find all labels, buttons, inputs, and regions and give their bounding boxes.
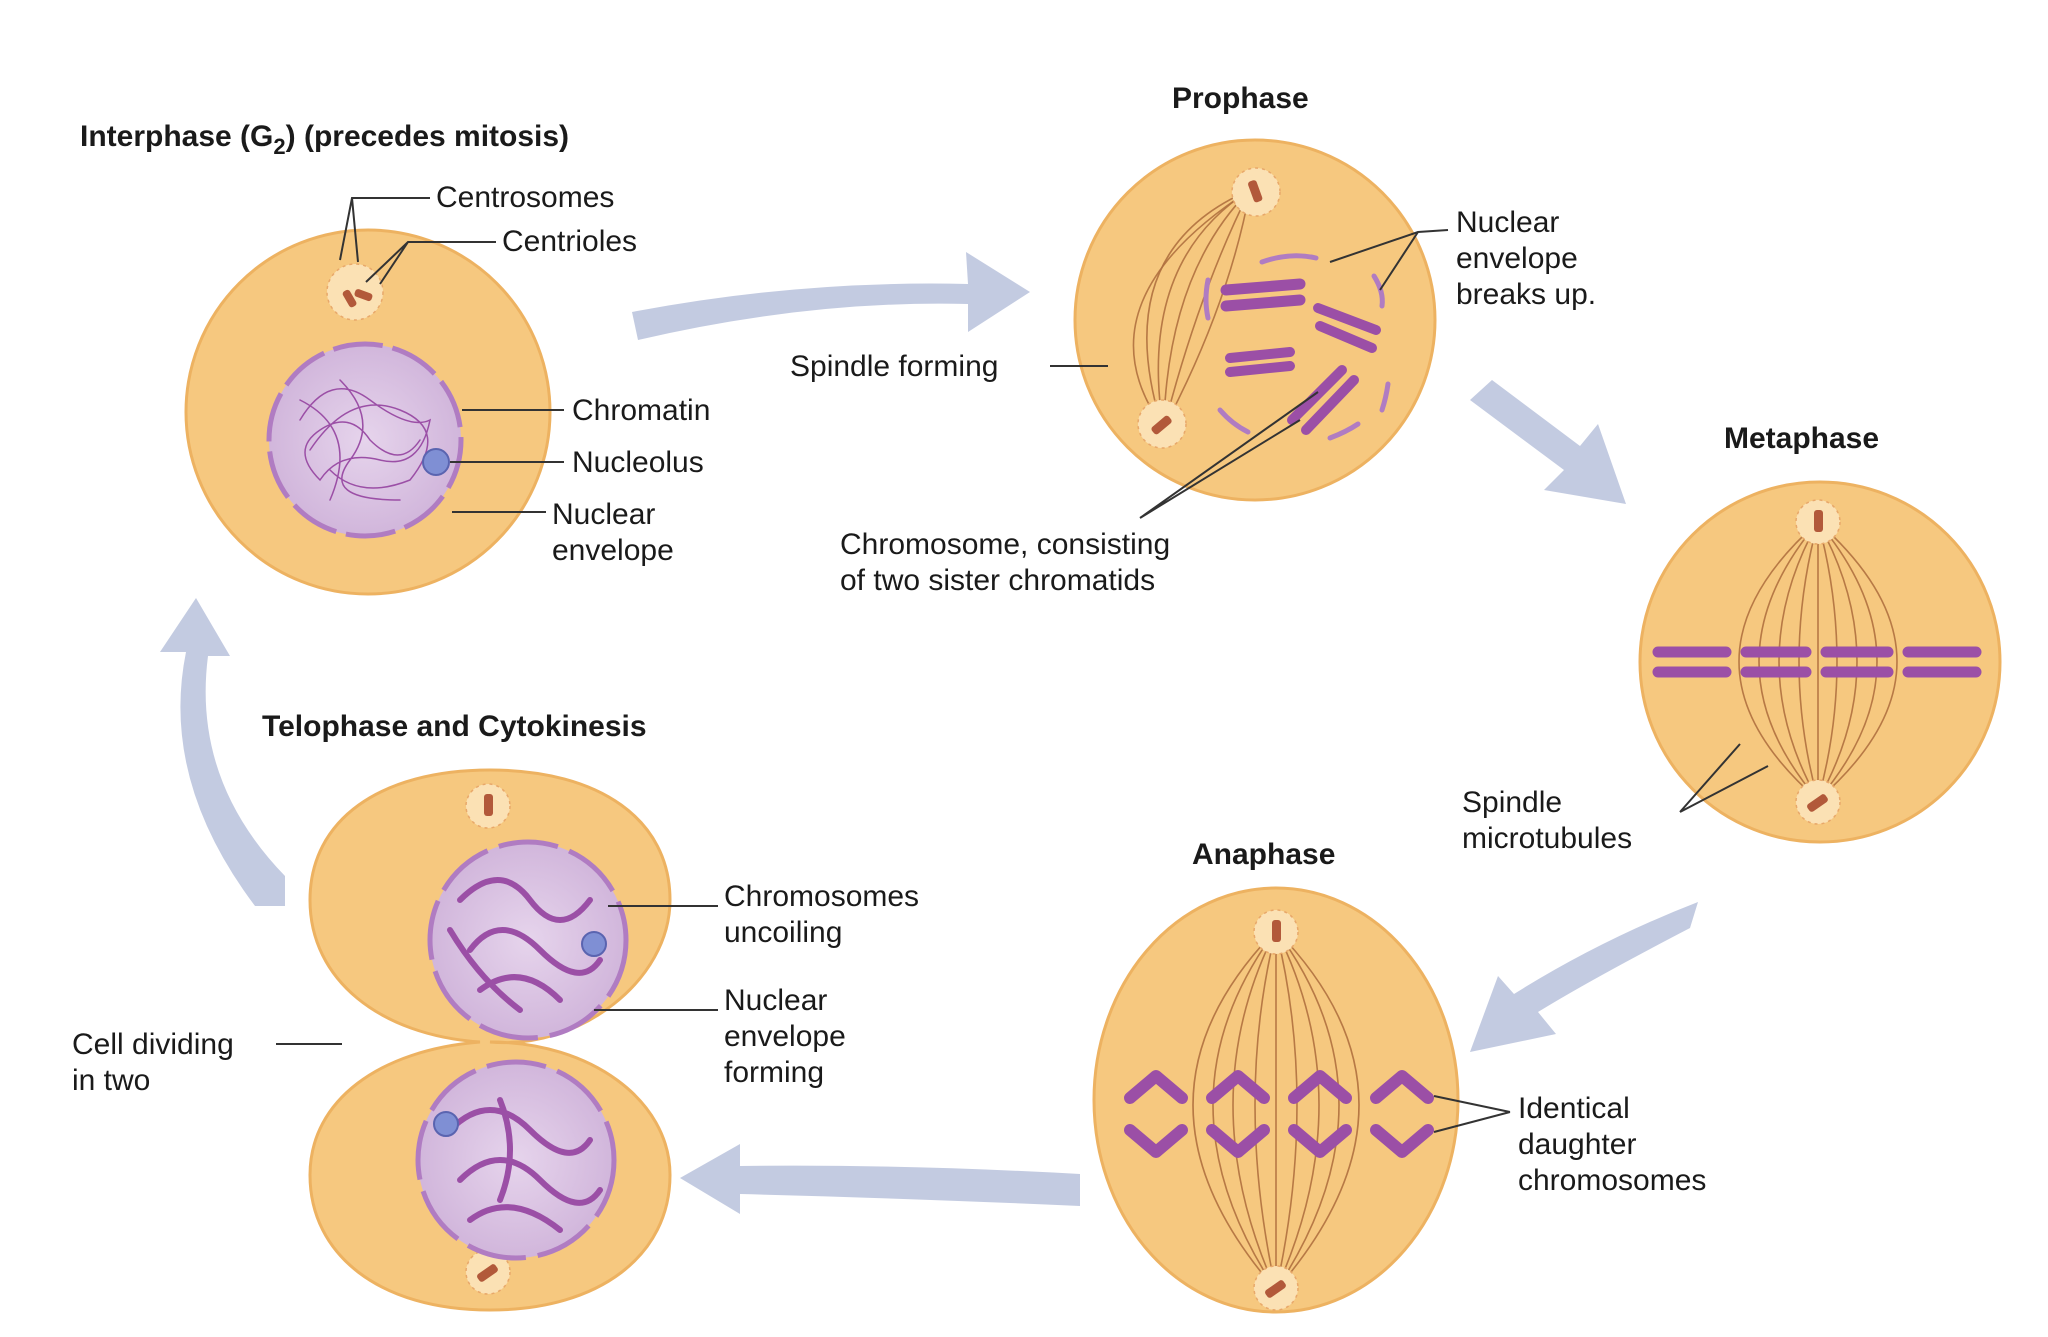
label-envelope-breaks-line1: Nuclear: [1456, 206, 1559, 239]
telophase-title: Telophase and Cytokinesis: [262, 710, 647, 743]
metaphase-centrosome-top: [1795, 499, 1841, 545]
stage-telophase: Telophase and Cytokinesis Chromosomes un…: [72, 710, 919, 1312]
anaphase-centrosome-top: [1253, 909, 1299, 955]
arrow-interphase-to-prophase: [632, 252, 1030, 340]
metaphase-leaders: [1679, 743, 1769, 813]
stage-interphase: Interphase (G2) (precedes mitosis) Centr…: [80, 120, 710, 596]
label-dividing-line2: in two: [72, 1064, 150, 1097]
anaphase-spindle: [1192, 929, 1360, 1291]
prophase-envelope-fragments: [1203, 253, 1391, 441]
stage-metaphase: Metaphase Spind: [1462, 422, 2002, 855]
label-centrioles: Centrioles: [502, 225, 637, 258]
telophase-nucleus-bottom: [415, 1059, 617, 1261]
telophase-centrosome-top: [465, 783, 511, 829]
prophase-centrosome-bottom: [1137, 399, 1187, 449]
anaphase-title: Anaphase: [1192, 838, 1335, 871]
label-spindle-microtubules-line1: Spindle: [1462, 786, 1562, 819]
label-uncoiling-line1: Chromosomes: [724, 880, 919, 913]
nucleolus: [422, 448, 450, 476]
anaphase-chromosomes: [1124, 1070, 1434, 1158]
metaphase-cell: [1638, 480, 2002, 844]
label-chromosome-line2: of two sister chromatids: [840, 564, 1155, 597]
metaphase-spindle: [1738, 521, 1898, 801]
label-envelope-forming-line2: envelope: [724, 1020, 846, 1053]
label-daughter-line1: Identical: [1518, 1092, 1630, 1125]
prophase-leaders: [1050, 229, 1449, 519]
interphase-title: Interphase (G2) (precedes mitosis): [80, 120, 569, 159]
arrow-metaphase-to-anaphase: [1470, 902, 1698, 1052]
interphase-leaders: [339, 197, 564, 513]
metaphase-centrosome-bottom: [1795, 779, 1841, 825]
label-nuclear-envelope-line2: envelope: [552, 534, 674, 567]
label-envelope-breaks-line3: breaks up.: [1456, 278, 1596, 311]
label-nucleolus: Nucleolus: [572, 446, 704, 479]
telophase-leaders: [276, 905, 718, 1045]
interphase-nucleus: [266, 341, 464, 539]
prophase-chromosomes: [1220, 278, 1381, 435]
interphase-title-subscript: 2: [273, 134, 285, 159]
stage-anaphase: Anaphase: [1092, 838, 1706, 1314]
label-envelope-forming-line3: forming: [724, 1056, 824, 1089]
label-daughter-line3: chromosomes: [1518, 1164, 1706, 1197]
anaphase-leaders: [1433, 1095, 1511, 1133]
anaphase-centrosome-bottom: [1253, 1265, 1299, 1311]
metaphase-chromosomes: [1652, 646, 1982, 678]
label-daughter-line2: daughter: [1518, 1128, 1636, 1161]
label-envelope-breaks-line2: envelope: [1456, 242, 1578, 275]
arrow-telophase-to-interphase: [160, 598, 285, 906]
prophase-title: Prophase: [1172, 82, 1309, 115]
interphase-centrosome: [326, 263, 384, 321]
label-nuclear-envelope-line1: Nuclear: [552, 498, 655, 531]
label-centrosomes: Centrosomes: [436, 181, 614, 214]
prophase-centrosome-top: [1231, 167, 1281, 217]
label-dividing-line1: Cell dividing: [72, 1028, 234, 1061]
telophase-nucleus-top: [427, 839, 629, 1041]
arrow-anaphase-to-telophase: [680, 1144, 1080, 1214]
label-uncoiling-line2: uncoiling: [724, 916, 842, 949]
stage-prophase: Prophase: [790, 82, 1596, 597]
cycle-arrows: [160, 252, 1698, 1214]
metaphase-title: Metaphase: [1724, 422, 1879, 455]
label-spindle-microtubules-line2: microtubules: [1462, 822, 1632, 855]
label-chromosome-line1: Chromosome, consisting: [840, 528, 1170, 561]
label-envelope-forming-line1: Nuclear: [724, 984, 827, 1017]
arrow-prophase-to-metaphase: [1470, 380, 1626, 504]
label-chromatin: Chromatin: [572, 394, 710, 427]
label-spindle-forming: Spindle forming: [790, 350, 998, 383]
telophase-centrosome-bottom: [465, 1249, 511, 1295]
